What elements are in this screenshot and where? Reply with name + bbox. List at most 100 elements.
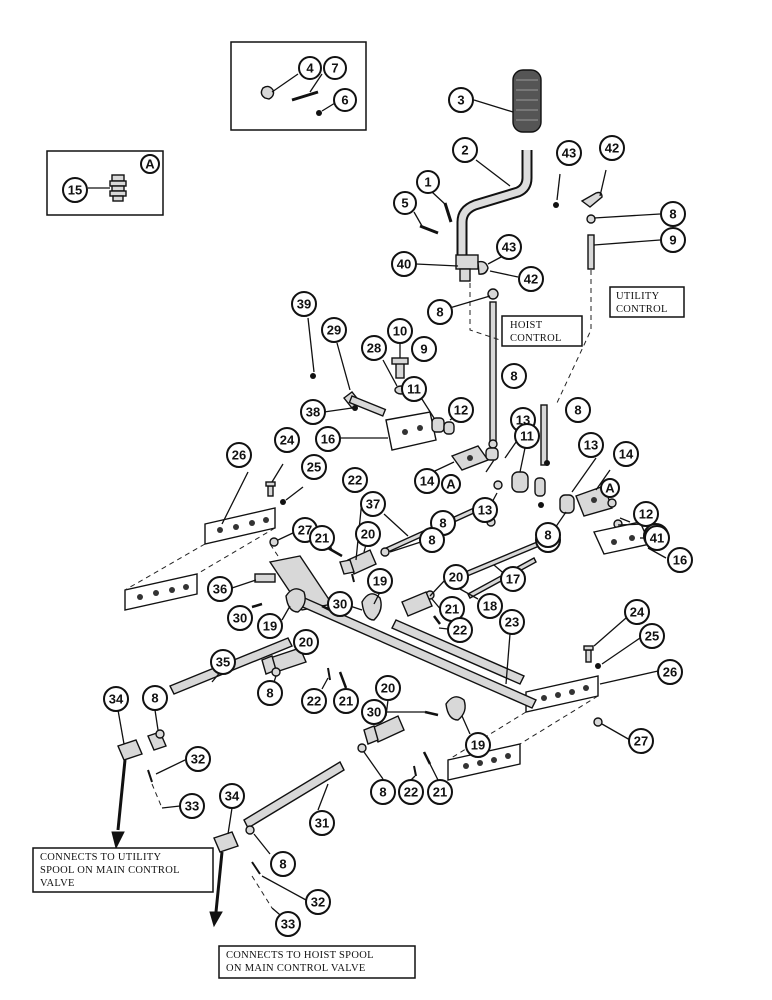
svg-text:37: 37 — [366, 497, 380, 512]
svg-text:36: 36 — [213, 582, 227, 597]
callout-34-a: 34 — [103, 686, 129, 712]
svg-text:28: 28 — [367, 341, 381, 356]
center-block-14 — [419, 445, 499, 479]
svg-text:32: 32 — [311, 895, 325, 910]
inset-top-parts — [230, 41, 367, 131]
svg-text:27: 27 — [634, 734, 648, 749]
callout-41: 41 — [644, 525, 670, 551]
link-rods — [380, 507, 545, 612]
svg-text:42: 42 — [605, 141, 619, 156]
connects-hoist-line1: CONNECTS TO HOIST SPOOL — [226, 950, 374, 961]
callout-5: 5 — [393, 191, 417, 215]
svg-text:20: 20 — [381, 681, 395, 696]
svg-text:8: 8 — [379, 785, 386, 800]
svg-text:8: 8 — [510, 369, 517, 384]
callout-22-b: 22 — [447, 617, 473, 643]
callout-a-mid: A — [441, 474, 461, 494]
svg-text:11: 11 — [520, 429, 534, 444]
callout-39: 39 — [291, 291, 317, 317]
callout-21-c: 21 — [333, 688, 359, 714]
svg-text:8: 8 — [574, 403, 581, 418]
svg-text:A: A — [605, 481, 615, 496]
svg-text:22: 22 — [453, 623, 467, 638]
callout-8-h: 8 — [142, 685, 168, 711]
callout-8-b: 8 — [501, 363, 527, 389]
callout-18: 18 — [477, 593, 503, 619]
callout-20-d: 20 — [375, 675, 401, 701]
svg-text:18: 18 — [483, 599, 497, 614]
callout-9-utility: 9 — [660, 227, 686, 253]
callout-24-b: 24 — [624, 599, 650, 625]
svg-text:41: 41 — [650, 531, 664, 546]
callout-8-g: 8 — [257, 680, 283, 706]
svg-text:3: 3 — [457, 93, 464, 108]
label-utility-control: UTILITY CONTROL — [609, 286, 685, 318]
svg-text:23: 23 — [505, 615, 519, 630]
control-rods — [435, 169, 661, 466]
callout-3: 3 — [448, 87, 474, 113]
callout-25-a: 25 — [301, 454, 327, 480]
svg-text:8: 8 — [266, 686, 273, 701]
svg-text:24: 24 — [630, 605, 645, 620]
hoist-control-line2: CONTROL — [510, 333, 562, 344]
svg-text:20: 20 — [449, 570, 463, 585]
callout-16-b: 16 — [667, 547, 693, 573]
callout-10: 10 — [387, 318, 413, 344]
callout-36: 36 — [207, 576, 233, 602]
callout-32-a: 32 — [185, 746, 211, 772]
svg-text:8: 8 — [151, 691, 158, 706]
svg-text:12: 12 — [639, 507, 653, 522]
svg-text:22: 22 — [404, 785, 418, 800]
svg-text:25: 25 — [645, 629, 659, 644]
svg-text:9: 9 — [420, 342, 427, 357]
callout-8-j: 8 — [270, 851, 296, 877]
callout-34-b: 34 — [219, 783, 245, 809]
callout-8-i: 8 — [370, 779, 396, 805]
svg-text:25: 25 — [307, 460, 321, 475]
svg-text:35: 35 — [216, 655, 230, 670]
callout-31: 31 — [309, 810, 335, 836]
svg-text:16: 16 — [673, 553, 687, 568]
label-hoist-control: HOIST CONTROL — [501, 315, 583, 347]
callout-13-b: 13 — [578, 432, 604, 458]
svg-text:42: 42 — [524, 272, 538, 287]
callout-20-b: 20 — [443, 564, 469, 590]
svg-text:21: 21 — [339, 694, 353, 709]
shaft-pins — [231, 573, 471, 735]
callout-42: 42 — [518, 266, 544, 292]
svg-text:8: 8 — [439, 516, 446, 531]
pivot-11-13 — [489, 431, 550, 508]
callout-11-b: 11 — [514, 423, 540, 449]
svg-text:26: 26 — [232, 448, 246, 463]
callout-27-b: 27 — [628, 728, 654, 754]
callout-38: 38 — [300, 399, 326, 425]
svg-text:A: A — [145, 157, 155, 172]
callout-42-top: 42 — [599, 135, 625, 161]
svg-text:38: 38 — [306, 405, 320, 420]
callout-a-inset: A — [140, 154, 160, 174]
callout-12-b: 12 — [633, 501, 659, 527]
svg-text:10: 10 — [393, 324, 407, 339]
svg-text:12: 12 — [454, 403, 468, 418]
callout-8-f: 8 — [419, 527, 445, 553]
svg-text:39: 39 — [297, 297, 311, 312]
svg-text:13: 13 — [478, 503, 492, 518]
callout-8-d: 8 — [535, 522, 561, 548]
plates-left — [124, 463, 304, 611]
connects-utility-line3: VALVE — [40, 878, 75, 889]
svg-text:15: 15 — [68, 183, 82, 198]
callout-43: 43 — [496, 234, 522, 260]
svg-text:1: 1 — [424, 175, 431, 190]
svg-text:27: 27 — [298, 523, 312, 538]
callout-layer: 4 7 6 A 15 3 2 43 42 1 5 8 9 43 40 42 8 … — [62, 56, 693, 937]
callout-16-a: 16 — [315, 426, 341, 452]
svg-text:19: 19 — [471, 738, 485, 753]
callout-25-b: 25 — [639, 623, 665, 649]
svg-text:8: 8 — [428, 533, 435, 548]
svg-text:24: 24 — [280, 433, 295, 448]
callout-22-d: 22 — [398, 779, 424, 805]
label-connects-hoist: CONNECTS TO HOIST SPOOL ON MAIN CONTROL … — [218, 945, 416, 979]
callout-14-a: 14 — [414, 468, 440, 494]
right-bracket-assembly — [554, 457, 667, 559]
